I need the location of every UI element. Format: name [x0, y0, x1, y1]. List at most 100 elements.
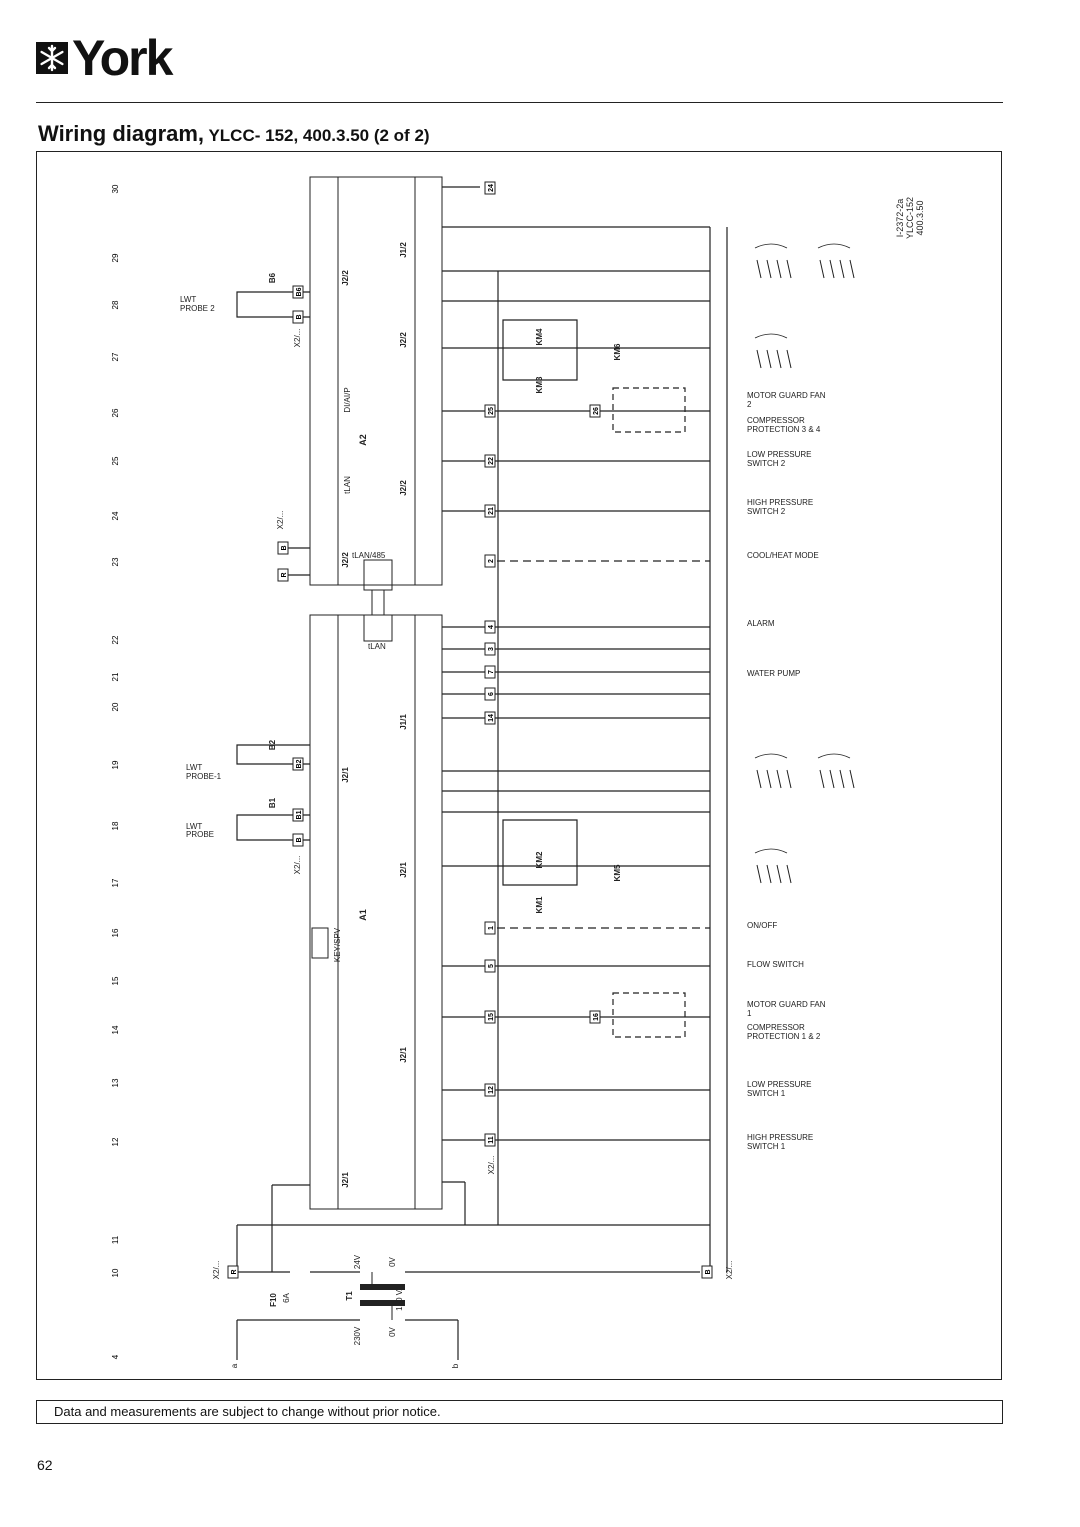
port-label: X2/... [276, 511, 285, 530]
supply-label: a [230, 1363, 239, 1368]
terminal-block [484, 620, 496, 634]
connector-box [292, 285, 304, 299]
right-label: HIGH PRESSURE [747, 1133, 813, 1142]
right-label: PROTECTION 3 & 4 [747, 425, 821, 434]
right-label: 2 [747, 400, 752, 409]
terminal-block [484, 181, 496, 195]
supply-label: F10 [269, 1293, 278, 1307]
row-number: 23 [111, 557, 120, 566]
terminal-number: 24 [488, 184, 495, 192]
connector-box [277, 541, 289, 555]
connector-letter: B [705, 1269, 712, 1274]
port-label: tLAN [343, 476, 352, 494]
contact-cluster [754, 333, 792, 369]
terminal-block [484, 642, 496, 656]
right-label: COOL/HEAT MODE [747, 551, 819, 560]
drawing-ref: YLCC-152 [905, 197, 915, 239]
right-label: FLOW SWITCH [747, 960, 804, 969]
terminal-number: 16 [593, 1013, 600, 1021]
right-label: SWITCH 2 [747, 459, 786, 468]
port-label: tLAN [368, 642, 386, 651]
right-label: ON/OFF [747, 921, 777, 930]
terminal-block [484, 921, 496, 935]
connector-box [292, 808, 304, 822]
right-label: HIGH PRESSURE [747, 498, 813, 507]
connector-box [277, 568, 289, 582]
relay-label: KM3 [535, 376, 544, 393]
port-label: tLAN/485 [352, 551, 386, 560]
supply-label: T1 [345, 1291, 354, 1301]
probe-label: LWT [186, 763, 202, 772]
connector-letter: B6 [296, 287, 303, 296]
right-label: SWITCH 1 [747, 1089, 786, 1098]
connector-letter: R [231, 1269, 238, 1274]
contact-cluster [817, 753, 855, 789]
probe-label: PROBE [186, 830, 214, 839]
contact-symbols [754, 243, 855, 884]
terminal-number: 6 [488, 692, 495, 696]
terminal-block [589, 1010, 601, 1024]
terminal-number: 5 [488, 964, 495, 968]
port-label: J2/2 [399, 332, 408, 348]
port-label: J2/2 [399, 480, 408, 496]
row-number: 27 [111, 352, 120, 361]
row-number: 14 [111, 1025, 120, 1034]
supply-label: 0V [388, 1256, 397, 1266]
page-title: Wiring diagram, YLCC- 152, 400.3.50 (2 o… [38, 121, 430, 147]
terminal-number: 12 [488, 1086, 495, 1094]
right-label: SWITCH 2 [747, 507, 786, 516]
transformer-t1 [360, 1272, 405, 1320]
connector-box [292, 833, 304, 847]
terminal-block [484, 959, 496, 973]
row-number: 19 [111, 760, 120, 769]
drawing-ref: 400.3.50 [915, 200, 925, 235]
port-label: J2/1 [399, 1047, 408, 1063]
terminal-block [484, 404, 496, 418]
right-label: COMPRESSOR [747, 1023, 805, 1032]
controller-label-a2: A2 [358, 434, 368, 446]
right-label: MOTOR GUARD FAN [747, 1000, 826, 1009]
port-label: DI/AI/P [343, 387, 352, 412]
drawing-ref: I-2372-2a [895, 199, 905, 238]
right-label: COMPRESSOR [747, 416, 805, 425]
brand-name: York [72, 30, 173, 86]
relay-label: KM6 [613, 343, 622, 360]
probe-label: LWT [186, 822, 202, 831]
port-label: J2/2 [341, 552, 350, 568]
relay-label: KM2 [535, 851, 544, 868]
port-label: J1/2 [399, 242, 408, 258]
port-label: X2/... [212, 1261, 221, 1280]
port-label: J2/1 [341, 1172, 350, 1188]
port-label: J2/1 [341, 767, 350, 783]
port-label: KEY/SPV [333, 927, 342, 962]
connector-box [292, 310, 304, 324]
relay-label: KM4 [535, 328, 544, 345]
right-label: SWITCH 1 [747, 1142, 786, 1151]
connector-letter: B [296, 314, 303, 319]
supply-label: 150 VA [395, 1285, 404, 1311]
row-number: 4 [111, 1354, 120, 1359]
sensor-label: B2 [268, 739, 277, 750]
row-number: 16 [111, 928, 120, 937]
probe-label: LWT [180, 295, 196, 304]
terminal-block [484, 504, 496, 518]
sensor-label: B1 [268, 797, 277, 808]
port-label: X2/... [725, 1261, 734, 1280]
terminal-number: 3 [488, 647, 495, 651]
terminal-block [484, 687, 496, 701]
controller-a2 [309, 176, 443, 586]
connector-letter: B [281, 545, 288, 550]
terminal-number: 25 [488, 407, 495, 415]
connector-letter: R [281, 572, 288, 577]
row-number: 21 [111, 672, 120, 681]
connector-letter: B2 [296, 759, 303, 768]
row-number: 15 [111, 976, 120, 985]
port-label: X2/... [293, 329, 302, 348]
row-number-scale: 3029282726252423222120191817161514131211… [111, 184, 120, 1359]
diagram-frame [36, 151, 1002, 1380]
supply-label: 24V [353, 1254, 362, 1269]
terminal-number: 15 [488, 1013, 495, 1021]
terminal-number: 11 [488, 1136, 495, 1144]
right-label: MOTOR GUARD FAN [747, 391, 826, 400]
probe-label: PROBE-1 [186, 772, 222, 781]
